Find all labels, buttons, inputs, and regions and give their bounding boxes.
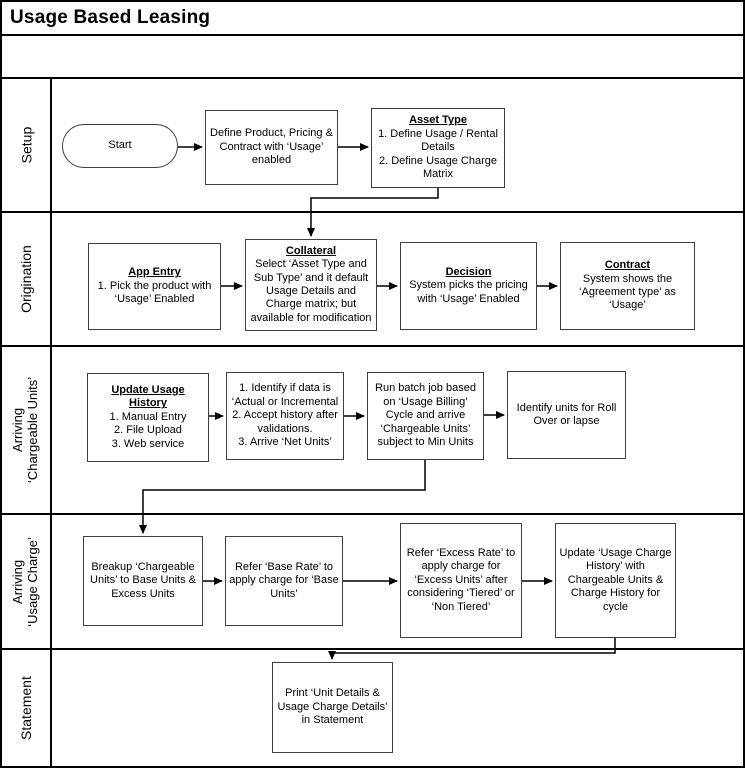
node-app-entry-heading: App Entry — [128, 266, 181, 279]
node-app-entry-text: 1. Pick the product with ‘Usage’ Enabled — [97, 279, 212, 306]
lane-origination-label: Origination — [17, 245, 34, 313]
spacer-band — [2, 36, 743, 77]
node-update-charge: Update ‘Usage Charge History’ with Charg… — [555, 523, 676, 638]
lane-setup: Setup — [2, 77, 743, 211]
node-contract: Contract System shows the ‘Agreement typ… — [560, 242, 695, 330]
lane-arriving-chargeable-units-label-cell: Arriving ‘Chargeable Units’ — [2, 347, 52, 513]
node-decision-text: System picks the pricing with ‘Usage’ En… — [409, 279, 528, 305]
node-collateral-text: Select ‘Asset Type and Sub Type’ and it … — [250, 258, 372, 324]
lane-setup-label: Setup — [17, 126, 34, 164]
node-breakup-text: Breakup ‘Chargeable Units’ to Base Units… — [90, 560, 196, 600]
node-roll-over: Identify units for Roll Over or lapse — [507, 371, 626, 459]
node-base-rate: Refer ‘Base Rate’ to apply charge for ‘B… — [225, 536, 343, 626]
node-roll-over-text: Identify units for Roll Over or lapse — [516, 401, 617, 427]
node-breakup: Breakup ‘Chargeable Units’ to Base Units… — [83, 536, 203, 626]
lane-arriving-chargeable-units-label: Arriving ‘Chargeable Units’ — [10, 376, 41, 484]
lane-arriving-usage-charge-label: Arriving ‘Usage Charge’ — [10, 536, 41, 627]
node-start-text: Start — [108, 139, 132, 152]
node-print-statement-text: Print ‘Unit Details & Usage Charge Detai… — [277, 687, 388, 727]
node-asset-type-text: 1. Define Usage / Rental Details 2. Defi… — [378, 127, 498, 181]
node-print-statement: Print ‘Unit Details & Usage Charge Detai… — [272, 662, 393, 753]
node-identify-data: 1. Identify if data is ‘Actual or Increm… — [226, 372, 344, 460]
node-contract-text: System shows the ‘Agreement type’ as ‘Us… — [579, 272, 676, 312]
lane-statement-label: Statement — [17, 676, 34, 740]
node-decision: Decision System picks the pricing with ‘… — [400, 242, 537, 330]
node-define-product-text: Define Product, Pricing & Contract with … — [210, 127, 333, 167]
lane-arriving-usage-charge-label-cell: Arriving ‘Usage Charge’ — [2, 515, 52, 648]
node-asset-type-heading: Asset Type — [409, 114, 467, 127]
node-contract-heading: Contract — [604, 259, 651, 272]
node-identify-data-text: 1. Identify if data is ‘Actual or Increm… — [231, 382, 339, 449]
node-excess-rate: Refer ‘Excess Rate’ to apply charge for … — [400, 523, 522, 638]
node-update-usage-history-heading: Update Usage History — [111, 383, 185, 410]
node-update-charge-text: Update ‘Usage Charge History’ with Charg… — [559, 546, 672, 613]
diagram-title: Usage Based Leasing — [10, 7, 211, 28]
node-collateral: Collateral Select ‘Asset Type and Sub Ty… — [245, 239, 377, 331]
lane-setup-label-cell: Setup — [2, 79, 52, 211]
node-excess-rate-text: Refer ‘Excess Rate’ to apply charge for … — [406, 546, 516, 613]
diagram-title-bar: Usage Based Leasing — [2, 2, 743, 36]
node-decision-heading: Decision — [445, 265, 492, 278]
lane-arriving-chargeable-units: Arriving ‘Chargeable Units’ — [2, 345, 743, 513]
node-app-entry: App Entry 1. Pick the product with ‘Usag… — [88, 243, 221, 330]
node-run-batch: Run batch job based on ‘Usage Billing’ C… — [367, 372, 484, 460]
lane-origination-label-cell: Origination — [2, 213, 52, 345]
node-update-usage-history: Update Usage History 1. Manual Entry 2. … — [87, 373, 209, 462]
lane-statement-label-cell: Statement — [2, 650, 52, 766]
node-run-batch-text: Run batch job based on ‘Usage Billing’ C… — [375, 382, 476, 449]
node-base-rate-text: Refer ‘Base Rate’ to apply charge for ‘B… — [229, 560, 339, 600]
node-update-usage-history-text: 1. Manual Entry 2. File Upload 3. Web se… — [109, 410, 187, 450]
node-asset-type: Asset Type 1. Define Usage / Rental Deta… — [371, 108, 505, 188]
node-define-product: Define Product, Pricing & Contract with … — [205, 110, 338, 185]
node-collateral-heading: Collateral — [285, 244, 337, 257]
node-start: Start — [62, 124, 178, 168]
